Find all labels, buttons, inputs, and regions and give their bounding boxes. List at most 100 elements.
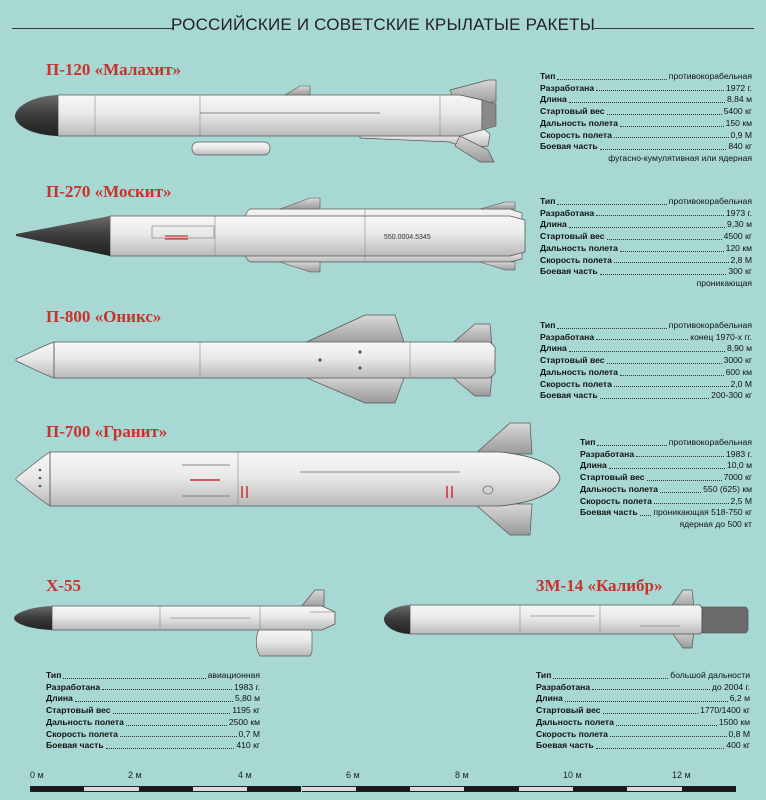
spec-label: Скорость полета [540,129,612,140]
spec-value: противокорабельная [668,196,752,206]
missile-malakhit [15,79,497,163]
spec-label: Тип [580,437,596,447]
spec-row: Тип большой дальности [536,670,750,682]
spec-row: Дальность полета 600 км [540,367,752,379]
missile-granit [15,422,561,536]
scale-segment [681,786,736,792]
spec-value: 6,2 м [729,693,750,704]
spec-value: 120 км [725,242,752,253]
spec-value: 10,0 м [726,460,752,471]
scale-label: 0 м [30,770,44,780]
spec-value: конец 1970-х гг. [690,331,752,342]
spec-label: Скорость полета [540,378,612,389]
spec-row: Разработана 1972 г. [540,83,752,95]
spec-label: Стартовый вес [540,231,605,242]
spec-value: 3000 кг [723,355,752,366]
scale-segment [84,786,139,792]
scale-segment [518,786,573,792]
spec-label: Тип [536,670,552,680]
spec-value: 5,80 м [234,693,260,704]
missile-marking: 550.0004.5345 [384,234,431,241]
spec-label: Дальность полета [540,366,618,377]
spec-value: 4500 кг [723,231,752,242]
spec-row: Длина 6,2 м [536,693,750,705]
spec-value: 300 кг [728,266,752,277]
spec-label: Тип [46,670,62,680]
scale-segment [355,786,411,792]
spec-value: 2,5 М [730,495,753,506]
spec-label: Разработана [540,331,595,342]
spec-label: Разработана [536,681,591,692]
spec-value: большой дальности [670,670,750,680]
spec-value: проникающая 518-750 кг [653,507,752,518]
scale-segment [410,786,465,792]
spec-row: Дальность полета 120 км [540,243,752,255]
spec-value: противокорабельная [668,71,752,81]
spec-value: 0,7 М [238,728,261,739]
scale-label: 4 м [238,770,252,780]
spec-label: Дальность полета [540,117,618,128]
scale-segment [30,786,85,792]
spec-value: 2,8 М [730,254,753,265]
spec-label: Длина [580,460,607,471]
spec-label: Длина [540,219,567,230]
spec-value: 1983 г. [234,681,260,692]
missile-name-malakhit: П-120 «Малахит» [46,60,182,79]
spec-value: 7000 кг [723,472,752,483]
missile-name-kalibr: 3М-14 «Калибр» [536,576,663,595]
header: РОССИЙСКИЕ И СОВЕТСКИЕ КРЫЛАТЫЕ РАКЕТЫ [0,6,766,36]
spec-row: Стартовый вес 4500 кг [540,231,752,243]
scale-segment [464,786,519,792]
spec-row: Стартовый вес 7000 кг [580,472,752,484]
spec-row: Скорость полета 0,9 М [540,130,752,142]
spec-value: 0,8 М [728,728,751,739]
spec-row: Скорость полета 2,8 М [540,255,752,267]
spec-label: Стартовый вес [580,472,645,483]
spec-label: Стартовый вес [540,355,605,366]
title-rule-right [594,28,754,29]
spec-value: 1500 км [718,716,750,727]
spec-value: 1195 кг [232,705,260,716]
spec-value: 8,90 м [726,343,752,354]
missile-name-granit: П-700 «Гранит» [46,422,168,441]
spec-row: Разработана 1983 г. [46,682,260,694]
spec-value: противокорабельная [668,437,752,447]
spec-value: 1972 г. [726,82,752,93]
spec-value: 0,9 М [730,129,753,140]
spec-label: Разработана [540,82,595,93]
spec-value: 410 кг [236,740,260,751]
spec-label: Скорость полета [540,254,612,265]
scale-segment [247,786,302,792]
spec-label: Боевая часть [540,141,598,152]
spec-row: Разработана конец 1970-х гг. [540,332,752,344]
spec-row: Тип противокорабельная [580,437,752,449]
spec-label: Длина [536,693,563,704]
spec-label: Стартовый вес [540,106,605,117]
spec-label: Длина [46,693,73,704]
missile-kalibr [384,589,749,649]
spec-label: Разработана [46,681,101,692]
scale-bar: 0 м 2 м 4 м 6 м 8 м 10 м 12 м [0,764,766,800]
spec-label: Дальность полета [540,242,618,253]
scale-segment [138,786,193,792]
spec-value: 600 км [725,366,752,377]
spec-row: Длина 10,0 м [580,460,752,472]
